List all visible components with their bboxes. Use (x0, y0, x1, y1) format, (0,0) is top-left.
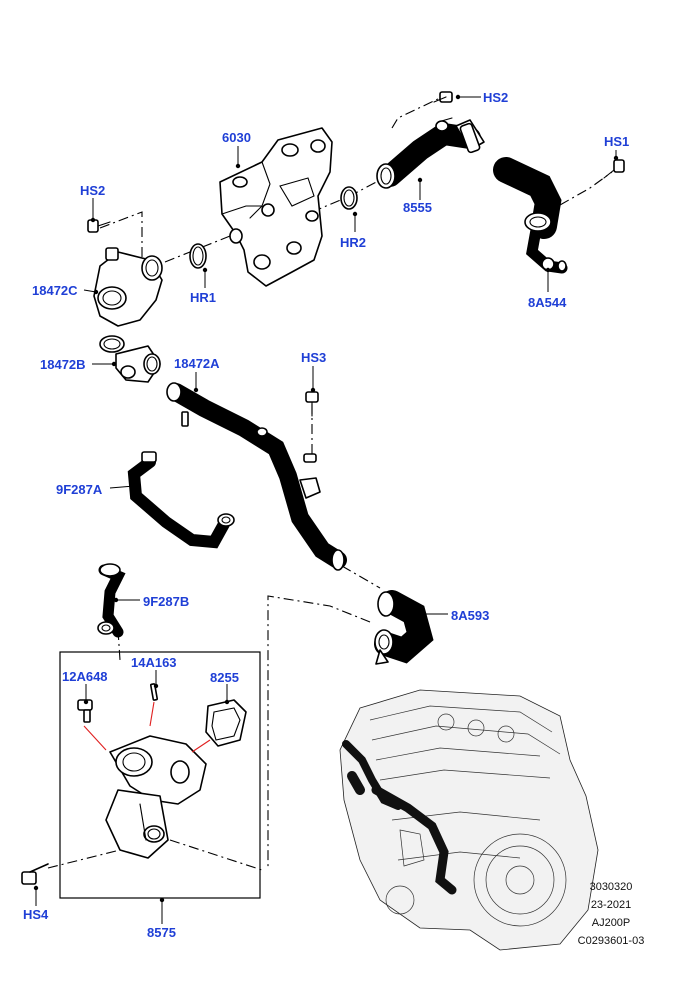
label-hr1: HR1 (190, 290, 217, 305)
label-9f287a: 9F287A (56, 482, 103, 497)
ring-hr1 (189, 243, 207, 269)
leader-lines (33, 94, 619, 924)
label-9f287b: 9F287B (143, 594, 190, 609)
label-8255: 8255 (210, 670, 239, 685)
hose-8a593 (374, 590, 434, 665)
bolt-hs1 (603, 159, 625, 179)
pipe-18472a (166, 382, 347, 571)
label-18472c: 18472C (32, 283, 78, 298)
label-hs2-top: HS2 (483, 90, 509, 105)
label-14a163: 14A163 (131, 655, 177, 670)
assembly-lines (47, 97, 613, 871)
hose-8555 (376, 117, 485, 189)
bolt-hs4 (21, 863, 49, 885)
label-hs3: HS3 (301, 350, 327, 365)
hose-9f287b (97, 563, 126, 638)
label-6030: 6030 (222, 130, 251, 145)
label-hs4: HS4 (23, 907, 49, 922)
engine-illustration (339, 689, 599, 951)
label-8a544: 8A544 (528, 295, 567, 310)
reference-line-3: AJ200P (591, 917, 631, 929)
reference-line-2: 23-2021 (590, 899, 632, 911)
hose-9f287a (127, 451, 235, 549)
reference-line-1: 3030320 (589, 881, 633, 893)
label-18472a: 18472A (174, 356, 220, 371)
label-12a648: 12A648 (62, 669, 108, 684)
bolt-hs3 (305, 391, 319, 417)
label-18472b: 18472B (40, 357, 86, 372)
label-hs2-left: HS2 (80, 183, 106, 198)
label-hr2: HR2 (340, 235, 367, 250)
bolt-hs2-top (433, 91, 453, 103)
label-8a593: 8A593 (451, 608, 490, 623)
reference-line-4: C0293601-03 (577, 935, 645, 947)
label-8575: 8575 (147, 925, 176, 940)
label-hs1: HS1 (604, 134, 630, 149)
housing-18472b (99, 335, 161, 383)
housing-18472c (93, 247, 163, 327)
pipe-8a544 (493, 157, 568, 274)
bracket-6030 (219, 127, 333, 287)
ring-hr2 (340, 186, 358, 210)
label-8555: 8555 (403, 200, 432, 215)
kit-8575 (59, 651, 261, 899)
